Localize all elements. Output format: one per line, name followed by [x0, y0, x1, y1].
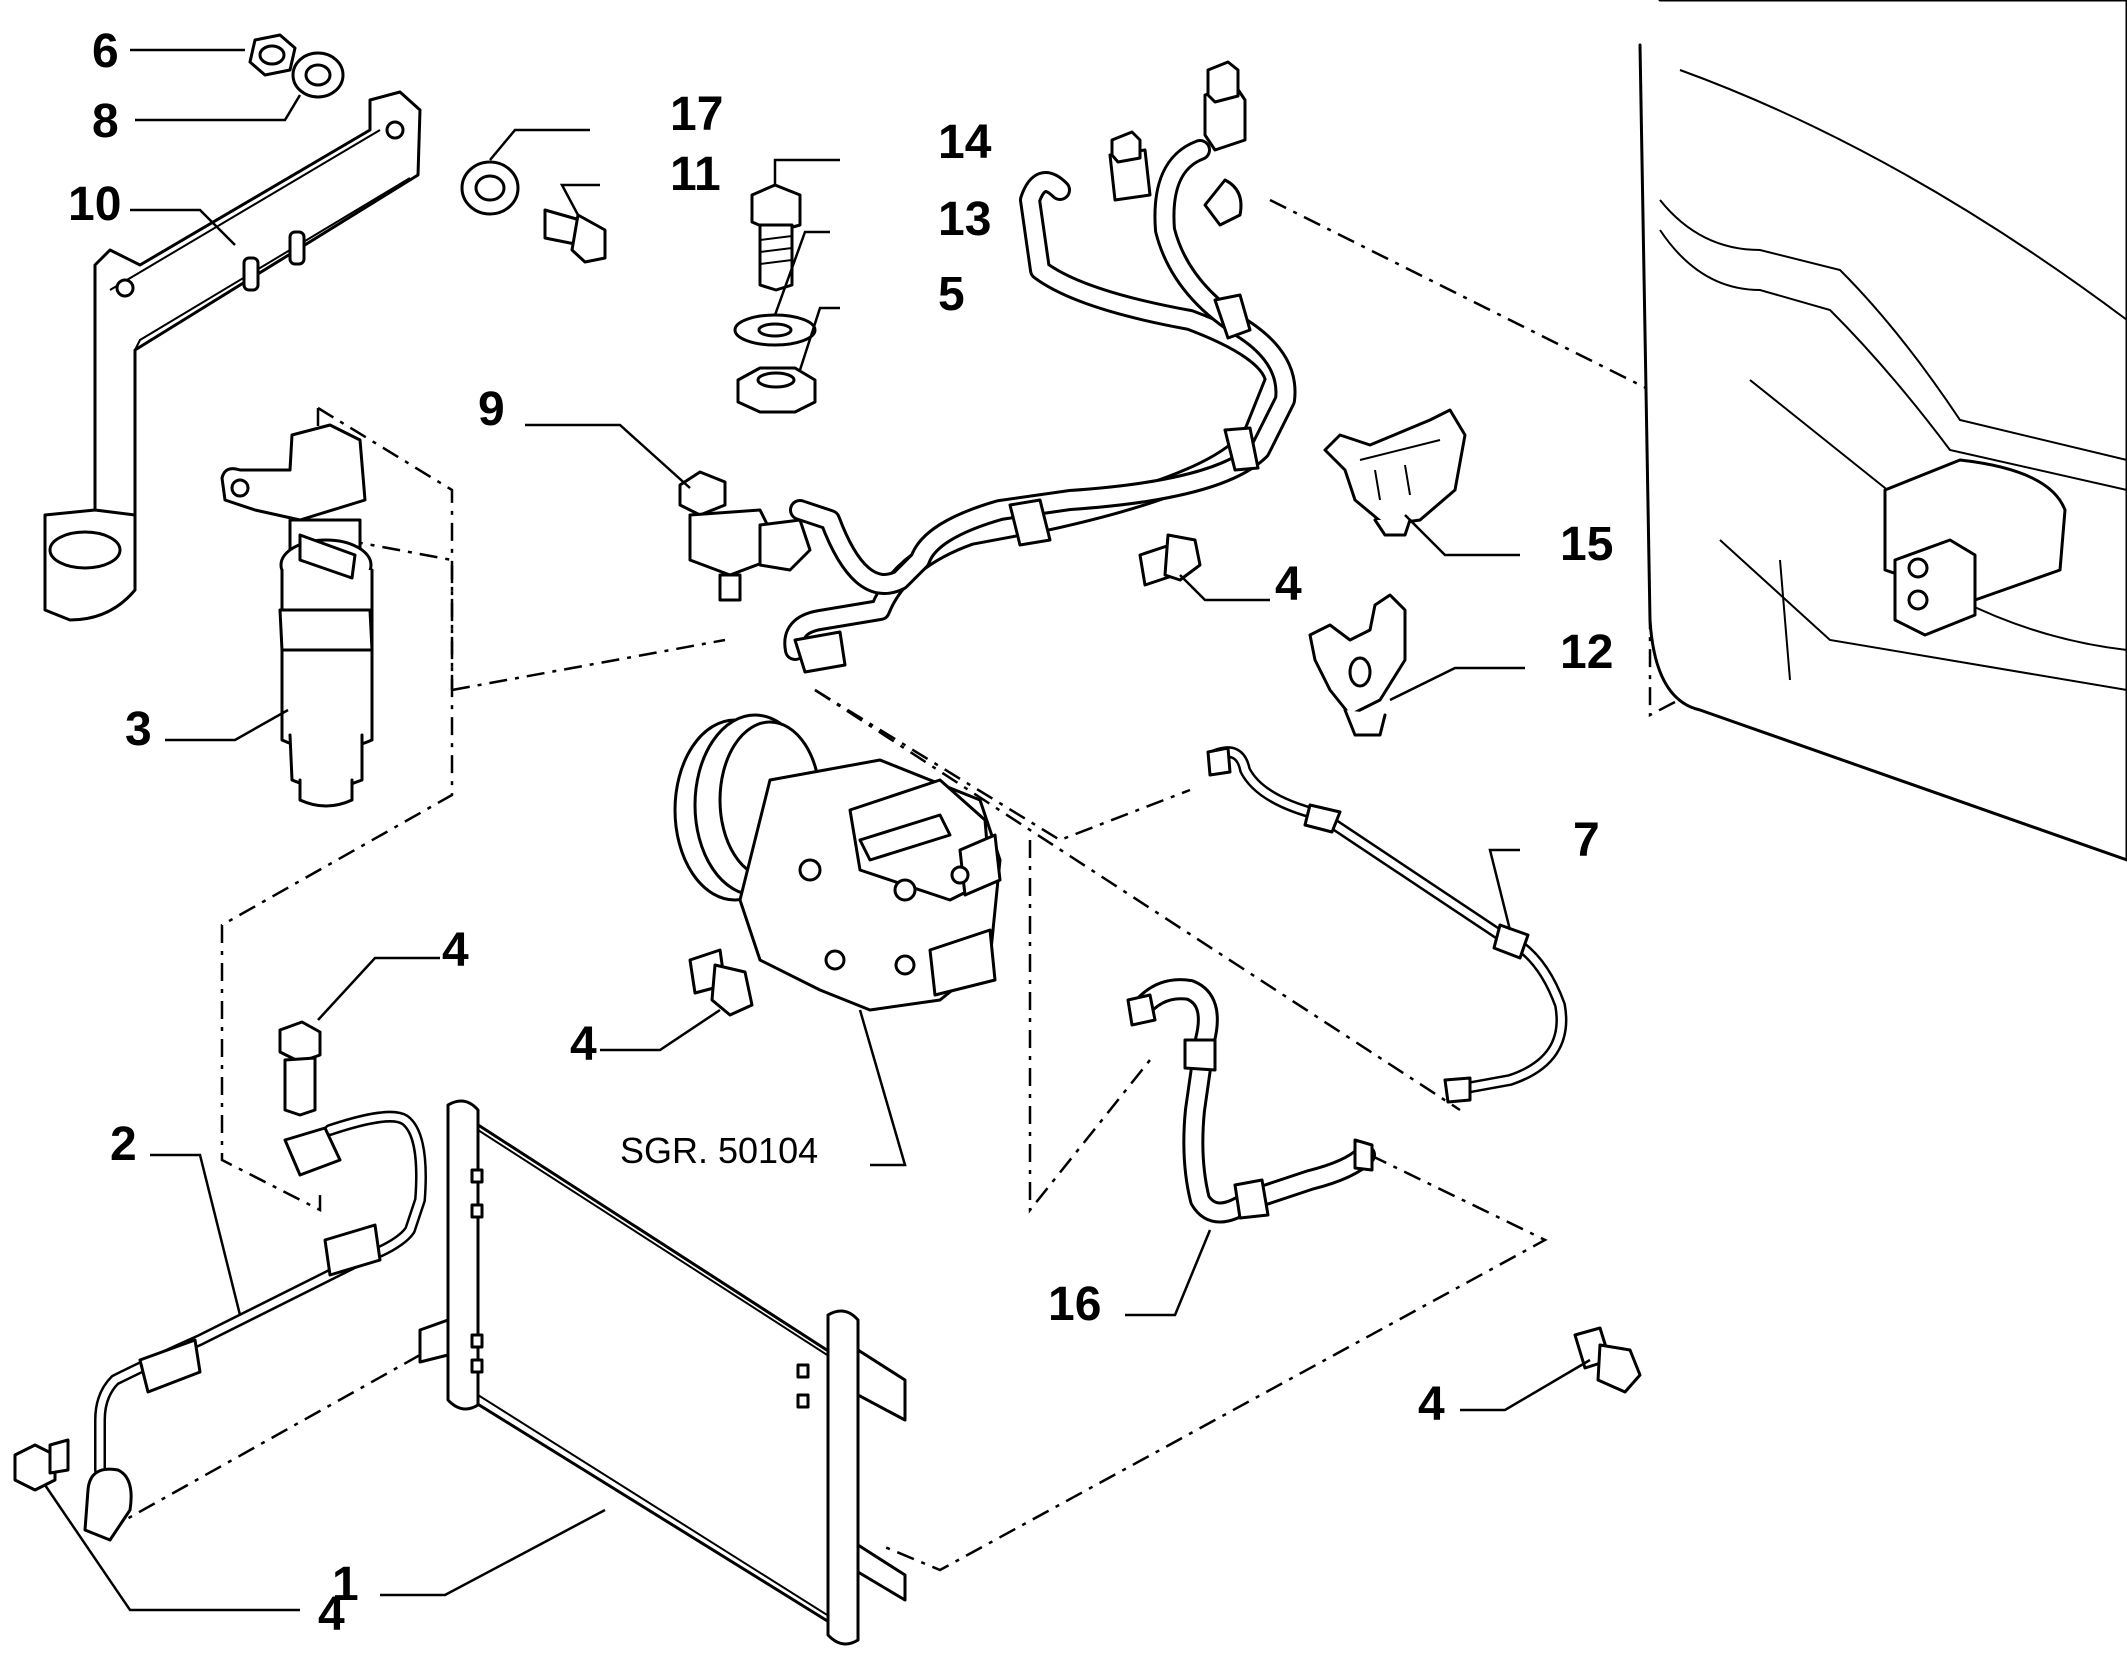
upper-hose-assembly — [783, 60, 1297, 674]
suction-hose — [1126, 978, 1376, 1224]
washer-and-bolt-small — [460, 160, 607, 264]
callout-1: 1 — [332, 1558, 359, 1611]
callout-13: 13 — [938, 193, 991, 246]
callout-14: 14 — [938, 116, 992, 169]
pressure-fitting-block — [678, 470, 812, 602]
discharge-pipe — [1206, 746, 1568, 1104]
callout-4-right: 4 — [1418, 1378, 1445, 1431]
group-reference: SGR. 50104 — [620, 1130, 818, 1171]
leader-lines — [43, 48, 1591, 1612]
pressure-switch-hardware — [733, 183, 817, 414]
body-panel — [1638, 0, 2127, 862]
ac-compressor — [673, 713, 1002, 1012]
callout-5: 5 — [938, 268, 965, 321]
hose-clips — [1308, 408, 1467, 737]
liquid-line-pipe — [83, 1110, 427, 1542]
callout-4-left: 4 — [442, 924, 469, 977]
callout-2: 2 — [110, 1118, 137, 1171]
callout-16: 16 — [1048, 1278, 1101, 1331]
receiver-drier — [220, 423, 374, 808]
callout-4-upper: 4 — [1275, 558, 1302, 611]
callout-7: 7 — [1573, 814, 1600, 867]
bolts — [13, 533, 1642, 1492]
callout-12: 11 — [670, 148, 721, 201]
condenser — [418, 1099, 907, 1646]
callout-labels: 6 8 10 17 11 14 13 5 9 3 15 12 4 7 4 4 2… — [68, 25, 1613, 1641]
callout-4-mid: 4 — [570, 1018, 597, 1071]
callout-15: 15 — [1560, 518, 1613, 571]
mounting-bracket — [43, 90, 422, 622]
nut-and-washer — [248, 33, 345, 99]
callout-8: 8 — [92, 95, 119, 148]
callout-10: 12 — [1560, 626, 1613, 679]
callout-4-bottom: 4 — [318, 1588, 345, 1641]
callout-6: 9 — [478, 383, 505, 436]
callout-3: 3 — [125, 703, 152, 756]
callout-11: 10 — [68, 178, 121, 231]
callout-17: 17 — [670, 88, 723, 141]
callout-9: 6 — [92, 25, 119, 78]
